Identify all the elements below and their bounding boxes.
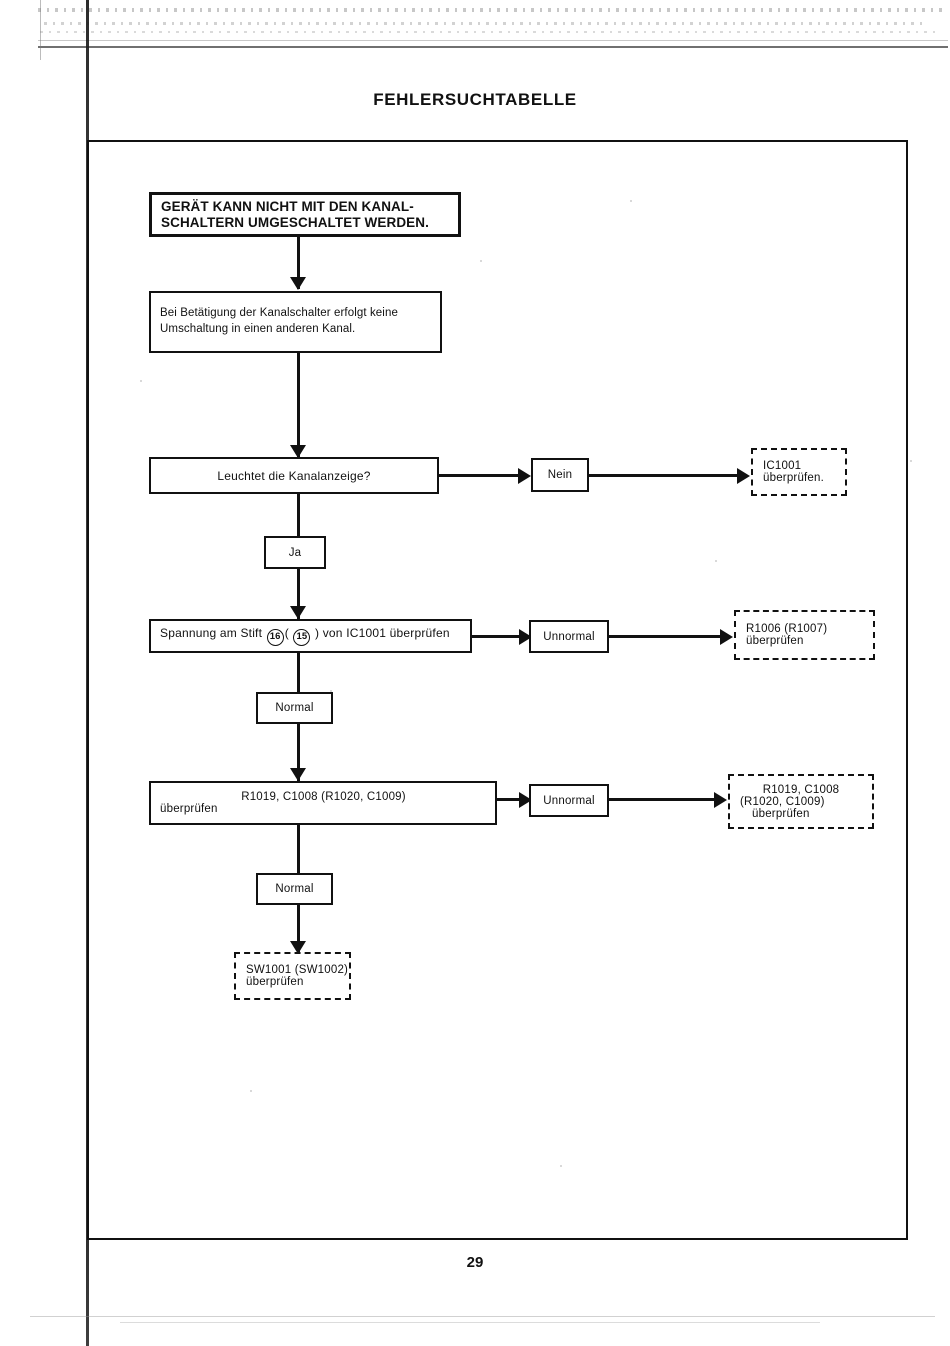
connector-nein-to-ic1001 bbox=[589, 474, 741, 477]
node-check-components-line1: R1019, C1008 (R1020, C1009) bbox=[241, 791, 406, 803]
node-result-ic1001-line1: IC1001 bbox=[763, 460, 802, 472]
node-check-components-line2: überprüfen bbox=[160, 803, 218, 815]
connector-voltage-to-normal bbox=[297, 653, 300, 692]
node-answer-unnormal-voltage: Unnormal bbox=[529, 620, 609, 653]
node-symptom-line1: Bei Betätigung der Kanalschalter erfolgt… bbox=[160, 307, 398, 320]
arrow-head-right bbox=[737, 468, 750, 484]
connector-problem-to-symptom bbox=[297, 237, 300, 289]
scan-speck bbox=[250, 1090, 252, 1092]
connector-question1-to-ja bbox=[297, 494, 300, 536]
node-problem-line2: SCHALTERN UMGESCHALTET WERDEN. bbox=[161, 214, 429, 230]
node-question-text: Leuchtet die Kanalanzeige? bbox=[217, 468, 371, 483]
node-symptom: Bei Betätigung der Kanalschalter erfolgt… bbox=[149, 291, 442, 353]
node-result-r1019-line2: (R1020, C1009) bbox=[740, 795, 825, 808]
scan-speck bbox=[715, 560, 717, 562]
node-result-sw1001: SW1001 (SW1002) überprüfen bbox=[234, 952, 351, 1000]
check-voltage-suffix: von IC1001 überprüfen bbox=[322, 626, 450, 640]
node-answer-ja-label: Ja bbox=[288, 546, 302, 559]
scan-rule bbox=[38, 40, 948, 41]
page-number: 29 bbox=[466, 1254, 484, 1271]
scan-speck bbox=[330, 690, 332, 692]
scan-rule bbox=[30, 1316, 935, 1317]
node-check-components: R1019, C1008 (R1020, C1009) überprüfen bbox=[149, 781, 497, 825]
node-answer-nein: Nein bbox=[531, 458, 589, 492]
node-answer-unnormal-components-label: Unnormal bbox=[543, 794, 595, 807]
scan-noise-band bbox=[44, 22, 924, 25]
connector-symptom-to-question1 bbox=[297, 353, 300, 458]
node-result-r1006-line2: überprüfen bbox=[746, 635, 804, 647]
node-answer-normal-voltage: Normal bbox=[256, 692, 333, 724]
scan-speck bbox=[630, 200, 632, 202]
node-answer-unnormal-components: Unnormal bbox=[529, 784, 609, 817]
arrow-head-right bbox=[714, 792, 727, 808]
node-answer-normal-components-label: Normal bbox=[275, 883, 314, 895]
node-result-sw1001-line1: SW1001 (SW1002) bbox=[246, 964, 349, 976]
arrow-head-down bbox=[290, 445, 306, 458]
page-title: FEHLERSUCHTABELLE bbox=[373, 90, 577, 109]
node-answer-normal-voltage-label: Normal bbox=[275, 702, 314, 714]
node-result-sw1001-line2: überprüfen bbox=[246, 976, 304, 988]
arrow-head-right bbox=[518, 468, 531, 484]
arrow-head-down bbox=[290, 606, 306, 619]
connector-components-to-normal bbox=[297, 825, 300, 873]
node-answer-normal-components: Normal bbox=[256, 873, 333, 905]
check-voltage-prefix: Spannung am Stift bbox=[160, 626, 263, 640]
arrow-head-right bbox=[519, 792, 532, 808]
check-voltage-open-paren: ( bbox=[284, 626, 289, 640]
scan-noise-band bbox=[40, 31, 940, 33]
arrow-head-right bbox=[720, 629, 733, 645]
node-problem-statement: GERÄT KANN NICHT MIT DEN KANAL- SCHALTER… bbox=[149, 192, 461, 237]
connector-normal-to-sw1001 bbox=[297, 905, 300, 952]
node-question-kanalanzeige: Leuchtet die Kanalanzeige? bbox=[149, 457, 439, 494]
connector-question1-to-nein bbox=[439, 474, 521, 477]
node-check-voltage: Spannung am Stift 16( 15 ) von IC1001 üb… bbox=[149, 619, 472, 653]
scan-margin-line bbox=[40, 0, 41, 60]
node-result-r1019-line1: R1019, C1008 bbox=[762, 783, 840, 796]
node-result-r1006-line1: R1006 (R1007) bbox=[746, 623, 828, 635]
node-result-ic1001-line2: überprüfen. bbox=[763, 472, 825, 484]
connector-ja-to-voltage bbox=[297, 569, 300, 619]
node-result-r1019: R1019, C1008 (R1020, C1009) überprüfen bbox=[728, 774, 874, 829]
node-answer-nein-label: Nein bbox=[547, 469, 573, 481]
scan-rule bbox=[120, 1322, 820, 1323]
arrow-head-down bbox=[290, 941, 306, 954]
connector-normal-to-components bbox=[297, 724, 300, 781]
arrow-head-right bbox=[519, 629, 532, 645]
node-problem-line1: GERÄT KANN NICHT MIT DEN KANAL- bbox=[161, 198, 414, 214]
node-symptom-line2: Umschaltung in einen anderen Kanal. bbox=[160, 323, 356, 335]
scan-rule bbox=[38, 46, 948, 48]
node-result-r1006: R1006 (R1007) überprüfen bbox=[734, 610, 875, 660]
scan-speck bbox=[910, 460, 912, 462]
node-answer-ja: Ja bbox=[264, 536, 326, 569]
scan-speck bbox=[480, 260, 482, 262]
arrow-head-down bbox=[290, 277, 306, 290]
pin-number-main: 16 bbox=[266, 629, 284, 646]
check-voltage-close-paren: ) bbox=[314, 626, 320, 640]
pin-number-alt: 15 bbox=[293, 629, 311, 646]
node-answer-unnormal-voltage-label: Unnormal bbox=[543, 630, 595, 643]
connector-components-to-unnormal bbox=[497, 798, 525, 801]
connector-unnormal-to-r1006 bbox=[609, 635, 724, 638]
arrow-head-down bbox=[290, 768, 306, 781]
node-result-ic1001: IC1001 überprüfen. bbox=[751, 448, 847, 496]
connector-voltage-to-unnormal bbox=[472, 635, 522, 638]
scan-noise-band bbox=[38, 8, 943, 12]
flowchart-frame bbox=[87, 140, 908, 1240]
scan-speck bbox=[140, 380, 142, 382]
scan-speck bbox=[560, 1165, 562, 1167]
connector-unnormal-to-r1019 bbox=[609, 798, 717, 801]
node-check-voltage-text: Spannung am Stift 16( 15 ) von IC1001 üb… bbox=[160, 626, 450, 646]
node-result-r1019-line3: überprüfen bbox=[752, 807, 810, 820]
